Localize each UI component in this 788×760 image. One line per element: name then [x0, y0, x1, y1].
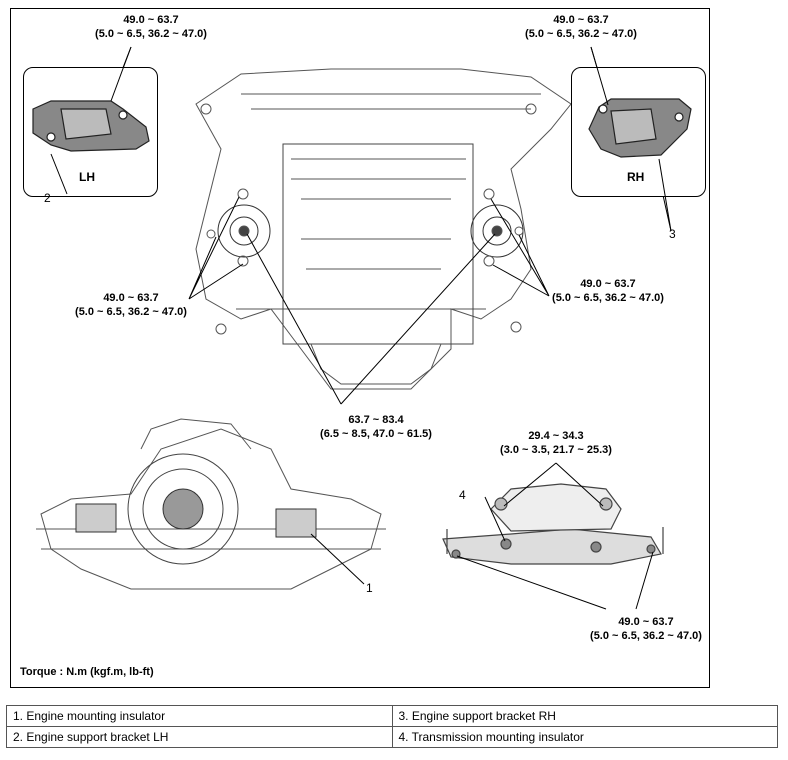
callout-2: 2 [44, 191, 51, 205]
rh-inset-label: RH [627, 170, 645, 184]
subframe-crossmember [236, 93, 541, 310]
legend-row: 2. Engine support bracket LH 4. Transmis… [6, 726, 778, 748]
torque-label-lh-top: 49.0 ~ 63.7(5.0 ~ 6.5, 36.2 ~ 47.0) [95, 14, 207, 40]
engine-detail [291, 158, 466, 310]
rh-inset-box: RH [571, 67, 706, 197]
legend-item-4: 4. Transmission mounting insulator [391, 726, 778, 748]
legend-item-3: 3. Engine support bracket RH [391, 705, 778, 727]
torque-label-rh-mid: 49.0 ~ 63.7(5.0 ~ 6.5, 36.2 ~ 47.0) [552, 278, 664, 304]
torque-label-rh-top: 49.0 ~ 63.7(5.0 ~ 6.5, 36.2 ~ 47.0) [525, 14, 637, 40]
transmission-crossmember [442, 483, 664, 565]
legend-item-1: 1. Engine mounting insulator [6, 705, 393, 727]
torque-label-center: 63.7 ~ 83.4(6.5 ~ 8.5, 47.0 ~ 61.5) [320, 414, 432, 440]
torque-label-trans-top: 29.4 ~ 34.3(3.0 ~ 3.5, 21.7 ~ 25.3) [500, 430, 612, 456]
legend-item-2: 2. Engine support bracket LH [6, 726, 393, 748]
torque-label-trans-bottom: 49.0 ~ 63.7(5.0 ~ 6.5, 36.2 ~ 47.0) [590, 616, 702, 642]
callout-3: 3 [669, 227, 676, 241]
callout-1: 1 [366, 581, 373, 595]
torque-label-lh-mid: 49.0 ~ 63.7(5.0 ~ 6.5, 36.2 ~ 47.0) [75, 292, 187, 318]
lh-inset-label: LH [79, 170, 95, 184]
engine-front-view [36, 418, 386, 590]
lh-inset-box: LH [23, 67, 158, 197]
diagram-frame: LH RH 49.0 ~ 63.7(5.0 ~ 6.5, 36.2 ~ 47.0… [10, 8, 710, 688]
engine-block [282, 143, 474, 345]
torque-unit-note: Torque : N.m (kgf.m, lb-ft) [20, 666, 154, 678]
subframe-outline [195, 68, 572, 390]
parts-legend-table: 1. Engine mounting insulator 3. Engine s… [6, 705, 778, 748]
callout-4: 4 [459, 488, 466, 502]
legend-row: 1. Engine mounting insulator 3. Engine s… [6, 705, 778, 727]
